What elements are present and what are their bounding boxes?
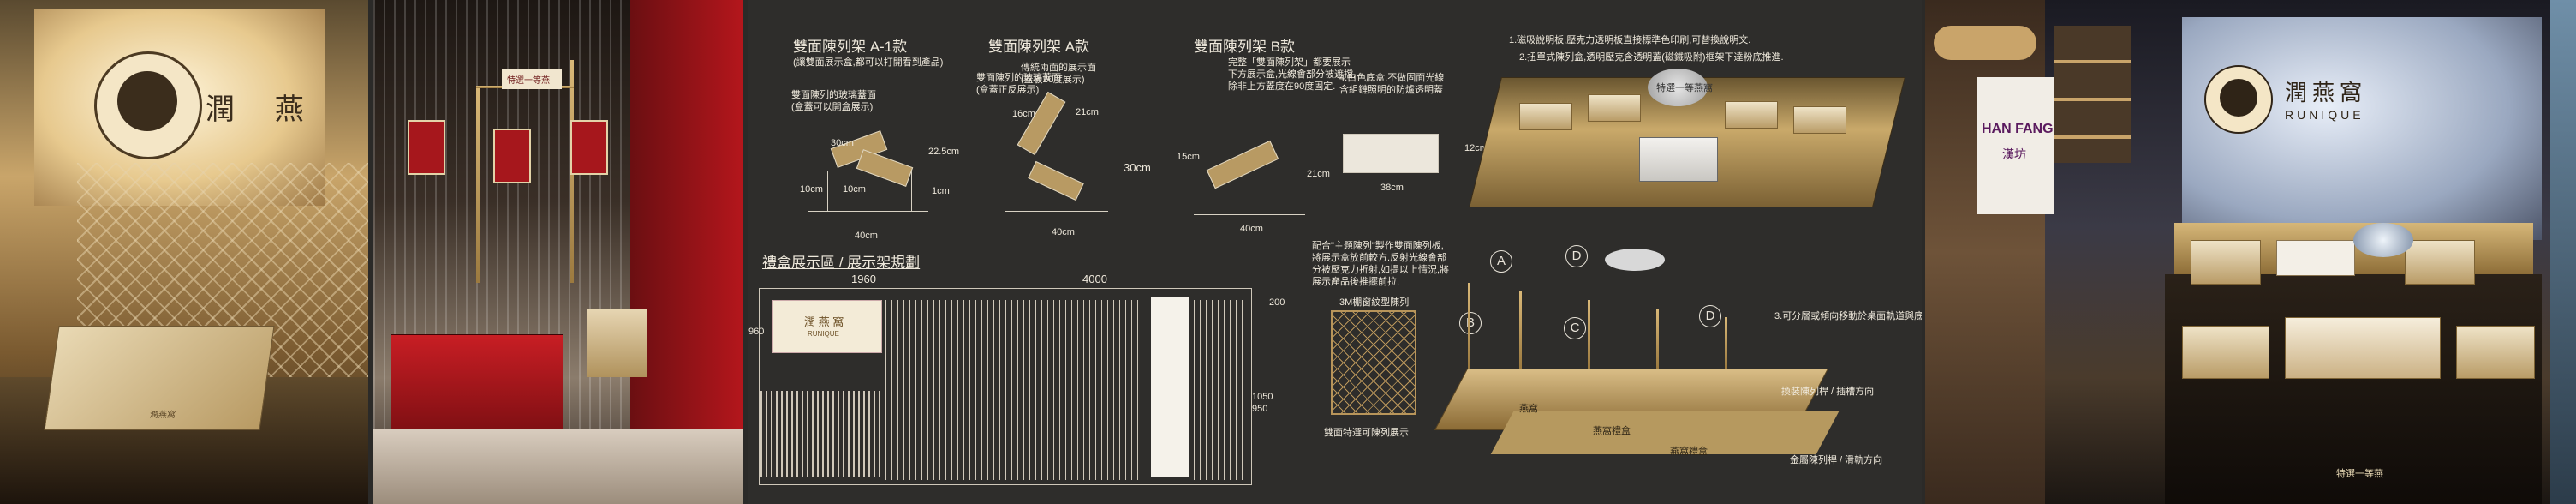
render-white-tray	[1639, 137, 1718, 182]
marker-d1: D	[1565, 245, 1588, 267]
top-card: 特選一等燕	[502, 69, 562, 89]
bottom-lid	[1605, 249, 1665, 271]
top-note-2: 2.扭單式陳列盒,透明壓克含透明蓋(磁鐵吸附)框架下達粉底推進.	[1519, 52, 1784, 63]
plan-brand-box: 潤 燕 窩 RUNIQUE	[772, 300, 882, 353]
storefront-photo-left: 潤 燕 潤燕窩	[0, 0, 368, 504]
rack-b-note: 完整「雙面陳列架」都要展示 下方展示盒,光線會部分被遮擋, 除非上方蓋度在90度…	[1228, 57, 1357, 92]
marker-c: C	[1564, 317, 1586, 339]
rack-a1-dim-6: 40cm	[855, 231, 878, 241]
front-label: 特選一等燕	[2336, 469, 2383, 479]
tray-note: 4.白色底盒,不做固面光線 含組鏈照明的防爐透明蓋	[1339, 73, 1445, 95]
marker-b: B	[1459, 312, 1482, 334]
brand-sign-text: 潤 燕	[206, 93, 319, 127]
plate-label-2: 燕窩禮盒	[1593, 426, 1631, 436]
right-note-3: 金屬陳列桿 / 滑軌方向	[1790, 455, 1883, 465]
plan-dim-5: 1050	[1252, 392, 1273, 402]
plan-dim-6: 950	[1252, 404, 1268, 414]
tray-dim-2: 12cm	[1464, 143, 1488, 153]
plate-label-3: 燕窩禮盒	[1670, 447, 1708, 457]
banner-cn: 漢坊	[2002, 147, 2026, 161]
rack-a1-subtitle: (讓雙面展示盒,都可以打開看到產品)	[793, 57, 944, 68]
rack-a-dim-2: 21cm	[1076, 107, 1099, 117]
rack-a-note: 雙面陳列的玻璃蓋面 (盒蓋正反展示)	[976, 73, 1061, 95]
rack-b-title: 雙面陳列架 B款	[1194, 39, 1296, 55]
right-sign-cn: 潤燕窩	[2285, 81, 2368, 106]
plan-brand-en: RUNIQUE	[808, 330, 839, 338]
rack-a-dim-4: 40cm	[1052, 227, 1075, 237]
card-label: 特選一等燕	[507, 76, 550, 86]
marker-a: A	[1490, 250, 1512, 273]
rack-a-title: 雙面陳列架 A款	[988, 39, 1090, 55]
rack-a1-note: 雙面陳列的玻璃蓋面 (盒蓋可以開盒展示)	[791, 90, 876, 112]
rack-a1-dim-3: 10cm	[843, 184, 866, 195]
rack-a-dim-3: 30cm	[1124, 161, 1151, 174]
brand-logo-circle	[94, 51, 202, 159]
plan-pillar	[1151, 297, 1189, 477]
section-title: 禮盒展示區 / 展示架規劃	[762, 255, 921, 271]
display-photo-red: 特選一等燕	[373, 0, 743, 504]
rack-a1-dim-1: 30cm	[831, 138, 854, 148]
plan-slats	[886, 300, 1142, 480]
lattice-panel	[1331, 310, 1416, 415]
render-lid-label: 特選一等燕窩	[1656, 83, 1713, 93]
plate-label-1: 燕窩	[1519, 404, 1538, 414]
floor-plan	[759, 288, 1252, 485]
storefront-photo-right: HAN FANG 漢坊 潤燕窩 RUNIQUE 特選一等燕	[1925, 0, 2576, 504]
shelf-left	[1925, 0, 2045, 504]
gift-box: 潤燕窩	[44, 326, 275, 430]
rack-b-dim-2: 21cm	[1307, 169, 1330, 179]
plan-dim-4: 960	[748, 327, 765, 337]
rack-a1-dim-5: 1cm	[932, 186, 950, 196]
lattice-caption: 雙面特選可陳列展示	[1324, 428, 1409, 438]
render-lid	[1648, 69, 1708, 106]
rack-a1-dim-4: 22.5cm	[928, 147, 960, 157]
tray-dim-1: 38cm	[1380, 183, 1404, 193]
cream-box	[587, 309, 647, 377]
hanfang-banner: HAN FANG 漢坊	[1977, 77, 2054, 214]
plan-brand: 潤 燕 窩	[804, 315, 844, 328]
lattice-label: 3M棚窗紋型陳列	[1339, 297, 1410, 308]
rack-b-dim-1: 15cm	[1177, 152, 1200, 162]
right-note-2: 換裝陳列桿 / 插槽方向	[1781, 387, 1875, 397]
rack-b-dim-3: 40cm	[1240, 224, 1263, 234]
plan-dim-1: 1960	[851, 273, 876, 285]
red-gift-box	[391, 334, 564, 439]
right-logo-circle	[2204, 65, 2273, 134]
display-counter	[2165, 274, 2542, 504]
rack-a-dim-1: 16cm	[1012, 109, 1035, 119]
red-wall	[630, 0, 743, 504]
right-note-1: 3.可分層或傾向移動於桌面軌道與底台.	[1774, 311, 1922, 321]
right-sign-en: RUNIQUE	[2285, 108, 2364, 122]
tray-drawing	[1343, 134, 1439, 173]
top-note-1: 1.磁吸說明板,壓克力透明板直接標準色印刷,可替換說明文.	[1509, 35, 1751, 45]
plan-dim-3: 200	[1269, 297, 1285, 308]
banner-text: HAN FANG	[1982, 122, 2054, 136]
rack-a1-title: 雙面陳列架 A-1款	[793, 39, 908, 55]
design-drawing-panel: 雙面陳列架 A-1款 (讓雙面展示盒,都可以打開看到產品) 雙面陳列的玻璃蓋面 …	[748, 0, 1922, 504]
middle-note: 配合"主題陳列"製作雙面陳列板, 將展示盒放前較方.反射光線會部 分被壓克力折射…	[1312, 241, 1450, 287]
marker-d2: D	[1699, 305, 1721, 327]
plan-dim-2: 4000	[1082, 273, 1107, 285]
floor	[373, 429, 743, 504]
gift-box-label: 潤燕窩	[149, 411, 176, 420]
rack-a1-dim-2: 10cm	[800, 184, 823, 195]
rack-a-note2: 傳統兩面的展示面 (蓋板20度展示)	[1021, 63, 1096, 85]
